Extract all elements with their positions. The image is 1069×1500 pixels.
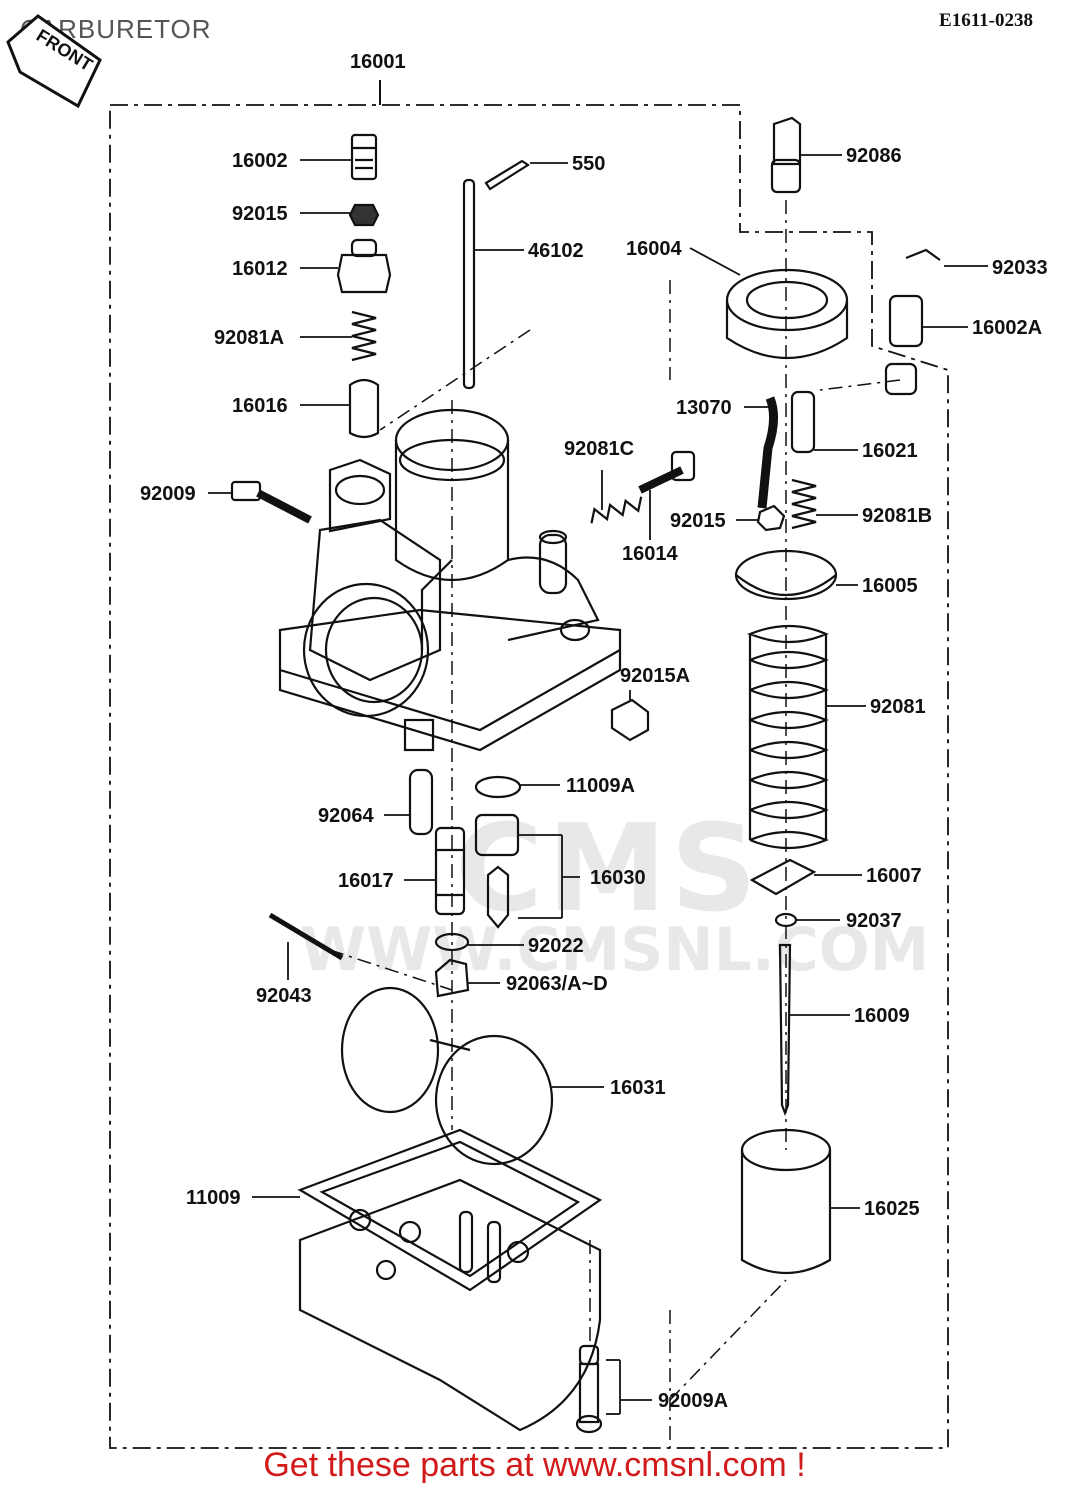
label-16009: 16009	[854, 1005, 910, 1027]
label-92081A: 92081A	[214, 327, 284, 349]
part-16031-float	[340, 986, 554, 1166]
label-16031: 16031	[610, 1077, 666, 1099]
label-92063: 92063/A~D	[506, 973, 608, 995]
label-16007: 16007	[866, 865, 922, 887]
label-92081B: 92081B	[862, 505, 932, 527]
label-16016: 16016	[232, 395, 288, 417]
label-92009A: 92009A	[658, 1390, 728, 1412]
label-16030: 16030	[590, 867, 646, 889]
label-92037: 92037	[846, 910, 902, 932]
label-92009: 92009	[140, 483, 196, 505]
label-16005: 16005	[862, 575, 918, 597]
front-arrow-icon	[6, 14, 102, 109]
label-16014: 16014	[622, 543, 678, 565]
label-11009: 11009	[186, 1187, 241, 1209]
label-16021: 16021	[862, 440, 918, 462]
carburetor-body	[278, 408, 622, 752]
label-16012: 16012	[232, 258, 288, 280]
label-16004: 16004	[626, 238, 682, 260]
label-92064: 92064	[318, 805, 374, 827]
part-16004-cap	[725, 268, 849, 360]
footer-link[interactable]: Get these parts at www.cmsnl.com !	[263, 1446, 806, 1484]
label-92081C: 92081C	[564, 438, 634, 460]
watermark-url: WWW.CMSNL.COM	[300, 915, 930, 985]
label-92022: 92022	[528, 935, 584, 957]
label-16001: 16001	[350, 51, 406, 73]
label-92043: 92043	[256, 985, 312, 1007]
diagram-code: E1611-0238	[939, 10, 1033, 31]
label-92033: 92033	[992, 257, 1048, 279]
label-11009A: 11009A	[566, 775, 635, 797]
label-46102: 46102	[528, 240, 584, 262]
part-labels: 16001 16002 92015 16012 92081A 16016 920…	[33, 25, 1048, 1412]
label-92081: 92081	[870, 696, 926, 718]
float-bowl	[297, 1128, 603, 1432]
part-92081-spring	[747, 624, 829, 850]
label-550: 550	[572, 153, 605, 175]
label-92015: 92015	[232, 203, 288, 225]
label-16025: 16025	[864, 1198, 920, 1220]
label-16002A: 16002A	[972, 317, 1042, 339]
label-16002: 16002	[232, 150, 288, 172]
label-16017: 16017	[338, 870, 394, 892]
label-92015-right: 92015	[670, 510, 726, 532]
label-92015A: 92015A	[620, 665, 690, 687]
watermark-logo: CMS	[455, 800, 761, 939]
label-13070: 13070	[676, 397, 732, 419]
part-16025-slide	[740, 1128, 832, 1275]
part-16002	[350, 133, 378, 181]
label-92086: 92086	[846, 145, 902, 167]
